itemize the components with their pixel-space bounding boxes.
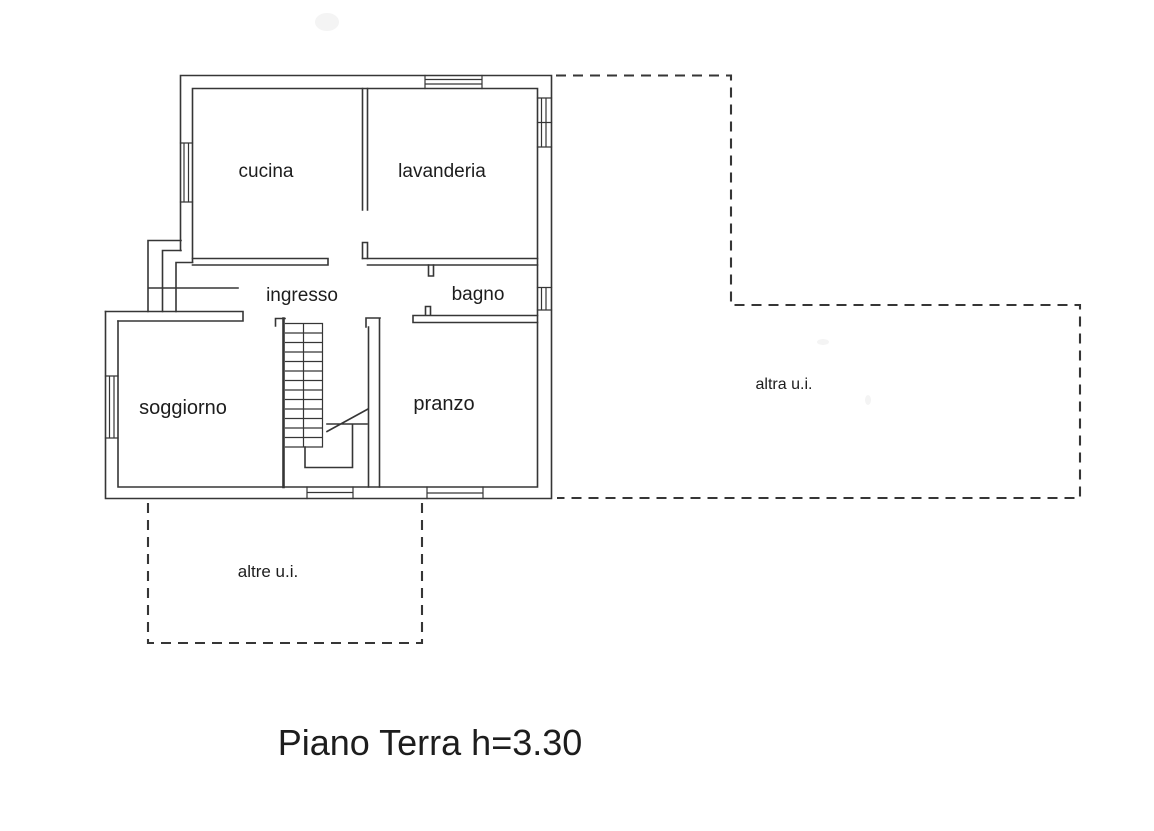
window-right-lavanderia: [536, 97, 553, 148]
window-bottom-pranzo: [426, 486, 484, 500]
room-label-lavanderia: lavanderia: [398, 161, 486, 182]
room-labels: cucina lavanderia ingresso bagno soggior…: [139, 161, 812, 581]
scan-artifacts: [315, 13, 871, 405]
room-label-bagno: bagno: [452, 284, 505, 305]
window-left-soggiorno: [104, 375, 119, 439]
entry-steps: [147, 239, 239, 313]
room-label-pranzo: pranzo: [413, 393, 474, 415]
window-bottom-stairs: [306, 486, 354, 500]
stair-landing: [304, 407, 370, 469]
window-left-cucina: [179, 142, 194, 203]
unit-boundary-altre-ui: [146, 503, 424, 645]
scan-speck: [865, 395, 871, 405]
unit-label-altre-ui: altre u.i.: [238, 562, 298, 581]
unit-boundary-altra-ui: [556, 74, 1082, 500]
window-top-lavanderia: [424, 74, 483, 90]
room-label-ingresso: ingresso: [266, 285, 338, 306]
room-label-soggiorno: soggiorno: [139, 397, 227, 419]
stair-treads: [284, 322, 324, 448]
interior-walls: [104, 87, 539, 324]
plan-title: Piano Terra h=3.30: [278, 722, 583, 763]
staircase: [274, 317, 381, 489]
unit-label-altra-ui: altra u.i.: [756, 376, 813, 393]
windows: [104, 74, 553, 500]
scan-smudge: [315, 13, 339, 31]
window-right-bagno: [536, 286, 553, 311]
scan-speck: [817, 339, 829, 345]
room-label-cucina: cucina: [239, 161, 294, 182]
